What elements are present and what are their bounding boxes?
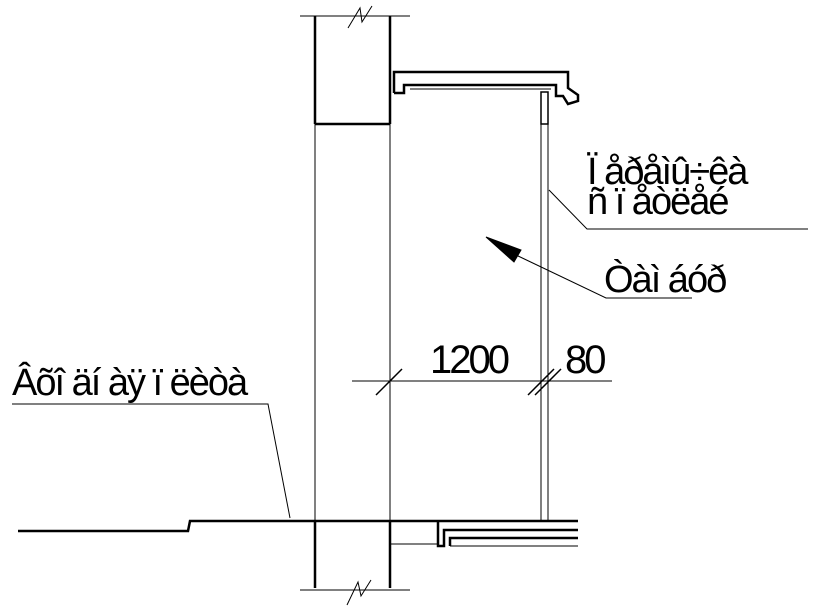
canopy-post-top [540,91,549,125]
floor-line [18,519,578,548]
exterior-leader [12,403,291,519]
upper-wall [300,5,410,126]
room-leader [515,254,692,299]
dim-tick-2 [527,368,555,396]
leaders [12,189,808,519]
dim-tick-3 [534,368,562,396]
vestibule-partition [540,124,549,520]
lintel-label-line1: Ï åðåìû÷êà [587,151,749,193]
dim-thickness-label: 80 [565,338,605,382]
upper-break-zigzag [347,5,373,29]
dim-width-label: 1200 [430,338,509,382]
room-label: Òàì áóð [604,258,726,301]
lower-wall [300,521,410,606]
floor-slab-inner [448,536,578,546]
floor-slab-outline [436,521,578,548]
exterior-wall-label: Âõî äí àÿ ï ëèòà [12,361,249,404]
lower-break-zigzag [346,579,372,606]
dim-tick-1 [375,368,403,396]
lintel-label-line2: ñ ï åòëåé [587,181,728,223]
lintel-leader [548,189,808,230]
dimension-line [352,368,612,396]
ground-step [18,519,578,533]
canopy-outer [392,70,580,106]
wall-thin-lines [314,124,391,520]
canopy-slab [392,70,580,125]
room-leader-arrow [485,236,522,263]
